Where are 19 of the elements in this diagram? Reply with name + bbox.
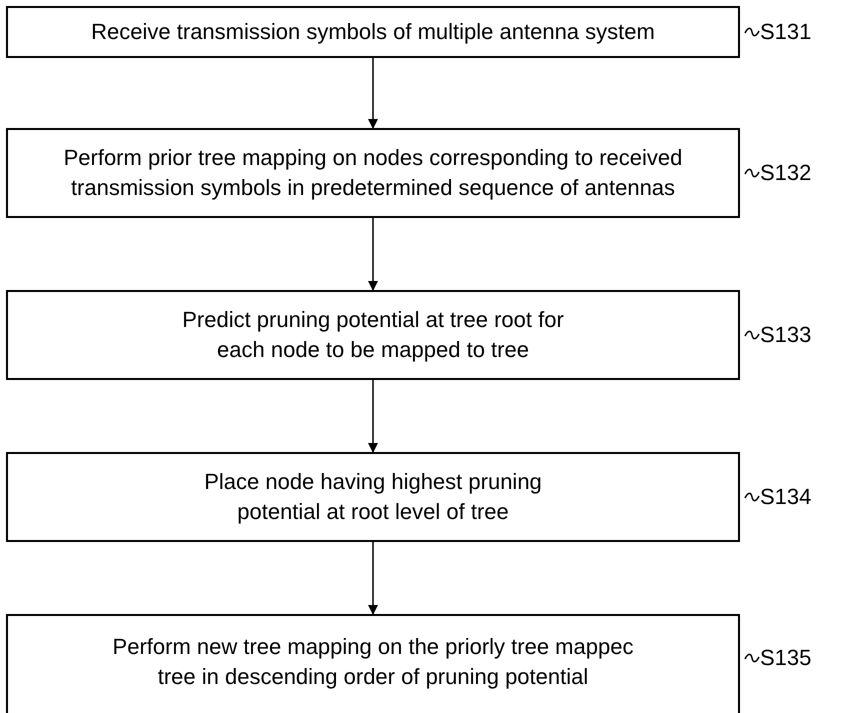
arrow	[368, 380, 378, 453]
step-text: Receive transmission symbols of multiple antenna system	[91, 18, 655, 46]
process-box	[6, 614, 740, 713]
step-label: S133	[760, 321, 812, 349]
process-box	[6, 128, 740, 218]
arrow	[368, 542, 378, 615]
step-label: S132	[760, 159, 812, 187]
step-label: S134	[760, 483, 812, 511]
step-text: Perform new tree mapping on the priorly tree mappec tree in descending order of pruning potential	[112, 633, 634, 691]
arrow	[368, 218, 378, 291]
process-box	[6, 290, 740, 380]
process-box	[6, 6, 740, 58]
arrow	[368, 58, 378, 129]
step-label: S135	[760, 644, 812, 672]
process-box	[6, 452, 740, 542]
step-label: S131	[760, 18, 812, 46]
step-text: Place node having highest pruning potential at root level of tree	[203, 468, 543, 526]
step-text: Perform prior tree mapping on nodes corresponding to received transmission symbols in predetermined sequence of antennas	[62, 144, 684, 202]
step-text: Predict pruning potential at tree root for each node to be mapped to tree	[181, 306, 565, 364]
